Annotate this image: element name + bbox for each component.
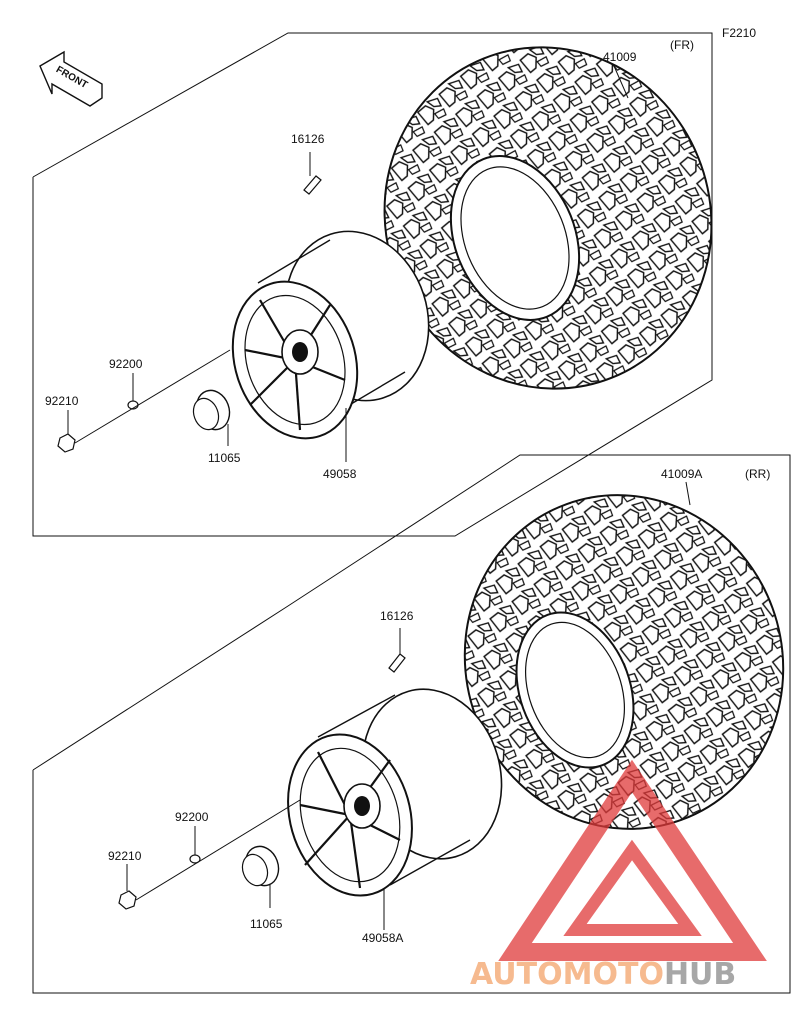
rear-tire-part-number: 41009A [661,467,702,481]
front-tire-part-number: 41009 [603,50,637,64]
front-group-frame [32,32,713,537]
front-position-label: (FR) [670,38,694,52]
front-nut [57,433,76,453]
front-valve-part-number: 16126 [291,132,325,146]
rear-wheel-group: (RR) 41009A 16126 92200 92210 11065 4905… [32,454,791,994]
watermark-triangle-icon [498,759,767,961]
rear-nut [118,890,137,910]
figure-code: F2210 [722,26,756,40]
front-tire [383,46,713,390]
rear-wheel-part-number: 49058A [362,931,403,945]
watermark-text-auto: AUTO [470,957,563,992]
rear-washer-part-number: 92200 [175,810,209,824]
rear-nut-part-number: 92210 [108,849,142,863]
rear-center-cap [241,845,280,908]
watermark-text: AUTOMOTOHUB [470,957,736,992]
rear-position-label: (RR) [745,467,770,481]
front-washer-part-number: 92200 [109,357,143,371]
front-wheel-part-number: 49058 [323,467,357,481]
watermark-text-hub: HUB [664,957,736,992]
front-nut-part-number: 92210 [45,394,79,408]
rear-tire [463,494,785,830]
front-wheel-rim [231,230,430,440]
front-cap-part-number: 11065 [208,451,241,465]
rear-valve-part-number: 16126 [380,609,414,623]
rear-valve [388,628,406,673]
watermark-logo: AUTOMOTOHUB [470,759,767,992]
front-wheel-group: (FR) 41009 16126 92200 92210 11065 49058 [32,32,713,537]
rear-wheel-rim [287,688,503,897]
rear-cap-part-number: 11065 [250,917,283,931]
front-center-cap [192,389,231,446]
rear-group-frame [32,454,791,994]
front-valve [303,152,322,195]
front-arrow-icon: FRONT [39,50,103,107]
watermark-text-moto: MOTO [563,957,664,992]
